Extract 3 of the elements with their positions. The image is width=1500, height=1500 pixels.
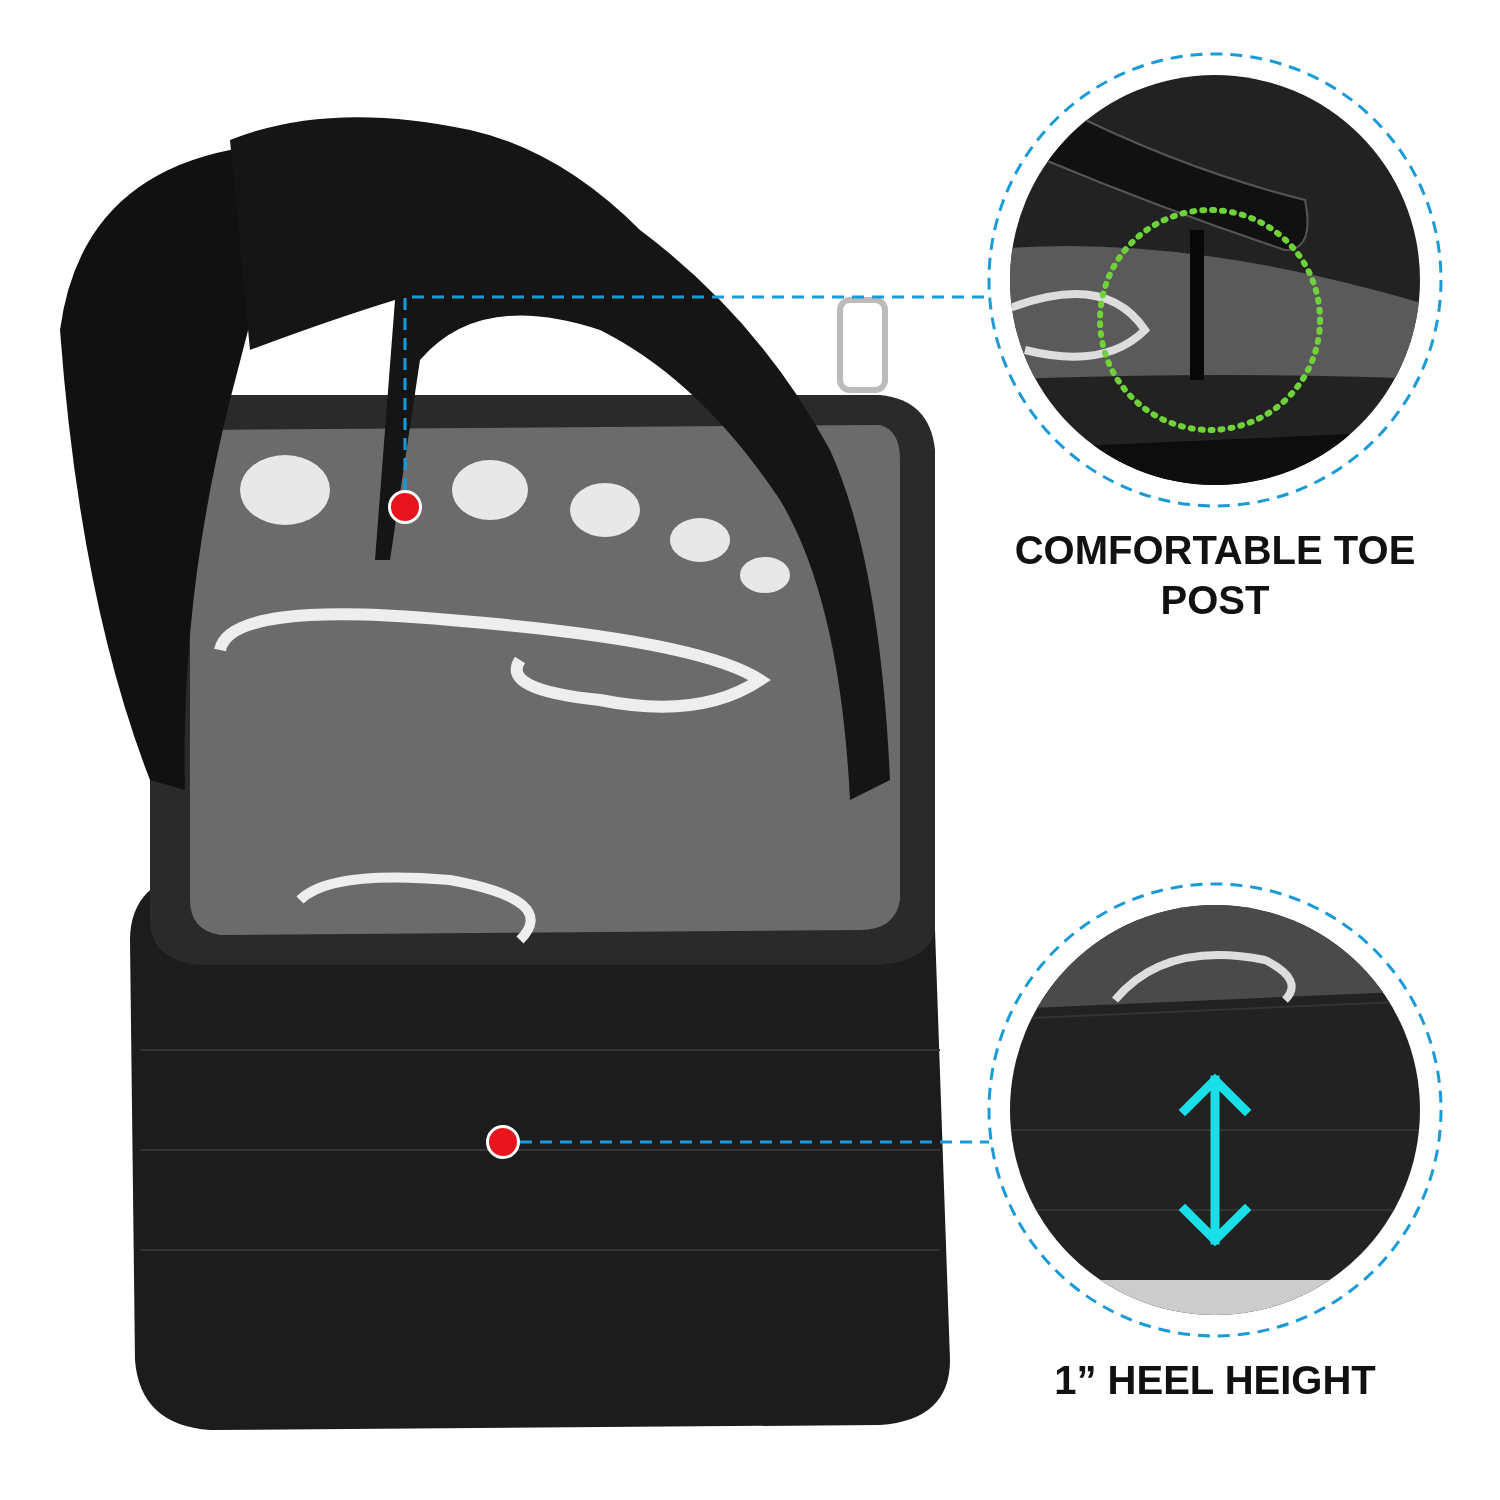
callout-text: 1” HEEL HEIGHT: [1053, 1357, 1377, 1404]
leader-line: [520, 1140, 989, 1144]
callout-text: COMFORTABLE TOE POST: [1013, 527, 1417, 624]
